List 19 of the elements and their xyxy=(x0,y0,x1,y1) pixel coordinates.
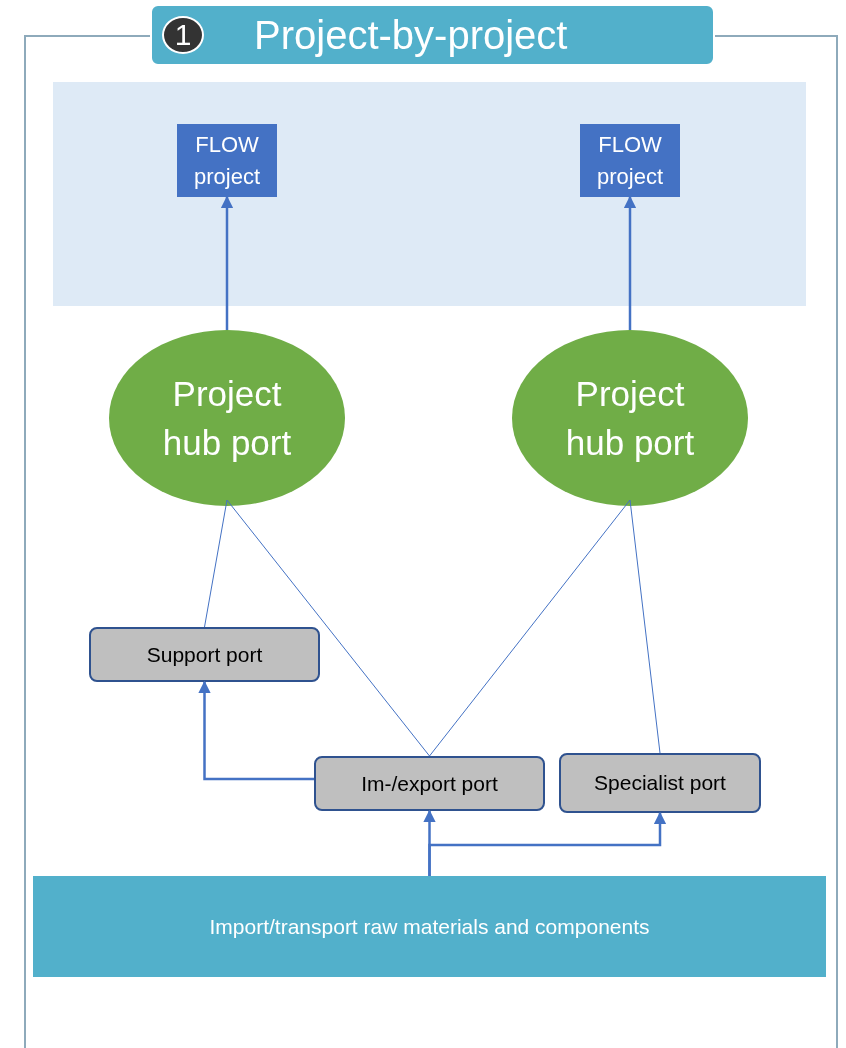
project-box: FLOW project xyxy=(580,124,680,197)
transport-bar: Import/transport raw materials and components xyxy=(33,876,826,977)
hub-ellipse: Project hub port xyxy=(512,330,748,506)
connector-line xyxy=(204,499,228,628)
port-box: Specialist port xyxy=(559,753,761,813)
connector-line xyxy=(226,499,430,757)
port-box: Im-/export port xyxy=(314,756,545,811)
arrow xyxy=(220,195,234,330)
project-band xyxy=(53,82,806,306)
connector-line xyxy=(629,499,661,754)
arrow xyxy=(198,680,314,781)
hub-ellipse: Project hub port xyxy=(109,330,345,506)
title: Project-by-project xyxy=(254,15,568,55)
port-box: Support port xyxy=(89,627,320,682)
connector-line xyxy=(429,499,631,757)
number-badge: 1 xyxy=(162,16,204,54)
arrow xyxy=(623,195,637,330)
project-box: FLOW project xyxy=(177,124,277,197)
arrow xyxy=(428,811,667,876)
